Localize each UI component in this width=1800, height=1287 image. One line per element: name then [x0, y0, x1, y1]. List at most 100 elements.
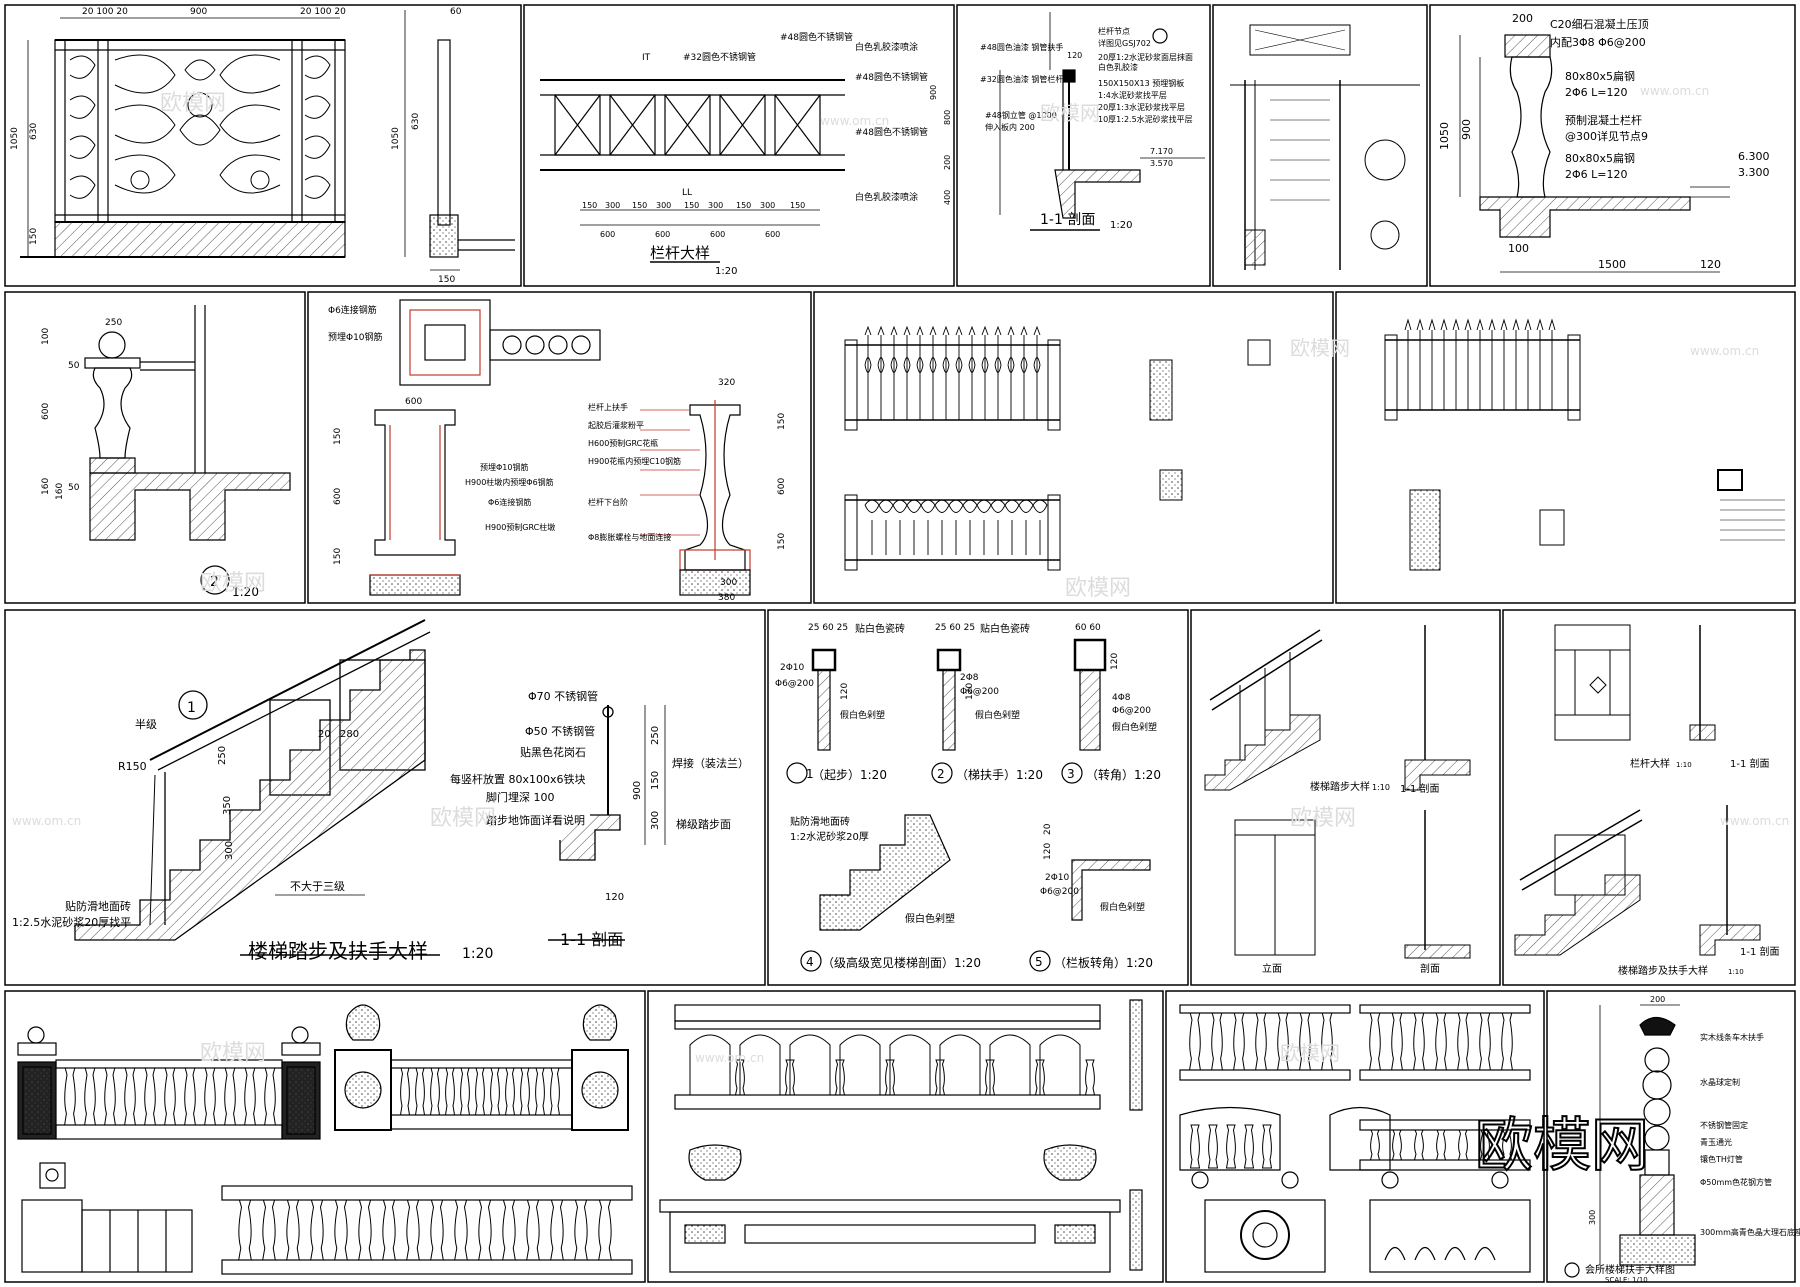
p10-dim-9: 120 — [605, 892, 624, 903]
p5-label-2: 80x80x5扁钢 — [1565, 70, 1635, 83]
p7-label-11: Φ8膨胀螺栓与地面连接 — [588, 532, 671, 542]
p2-label-3: #48圆色不锈钢管 — [855, 71, 928, 83]
p3-label-7: 1:4水泥砂浆找平层 — [1098, 90, 1167, 100]
p11-dim-5: 120 — [1110, 653, 1120, 670]
p11-dim-4: 120 — [965, 683, 975, 700]
p10-dim-5: 250 — [650, 726, 661, 745]
watermark-brand-large: 欧模网 — [1475, 1111, 1649, 1179]
p10-label-5: Φ70 不锈钢管 — [528, 689, 598, 703]
baluster — [144, 1067, 156, 1126]
p6-dim-0: 250 — [105, 318, 122, 328]
p10-label-12: 梯级踏步面 — [676, 817, 731, 831]
fence-picket — [1536, 318, 1544, 410]
p5-label-4: 预制混凝土栏杆 — [1565, 113, 1642, 127]
fence-picket — [1020, 325, 1028, 420]
arch — [939, 1034, 981, 1095]
baluster — [1189, 1012, 1201, 1071]
fence-picket — [955, 325, 963, 420]
p11-detail-1: （起步）1:20 — [812, 768, 887, 782]
baluster — [1225, 1124, 1237, 1169]
p2-dim-8: 150 — [790, 201, 805, 210]
panel-12-stair-details — [1204, 625, 1471, 959]
p17-title: 会所楼梯扶手大样图 — [1585, 1263, 1675, 1276]
fence-ornament — [906, 499, 922, 555]
p3-dim-2: 800 — [943, 110, 952, 125]
p12-scale: 1:10 — [1372, 783, 1390, 792]
p11-label-5: Φ6@200 — [960, 687, 999, 697]
p3-label-10: #48钢立管 @1000 — [985, 110, 1057, 120]
fence-picket — [1428, 318, 1436, 410]
baluster — [550, 1199, 564, 1261]
p3-label-5: 白色乳胶漆 — [1098, 62, 1138, 72]
p3-dim-3: 200 — [943, 155, 952, 170]
panel-3-labels: 栏杆节点 详图见GSJ702 #48圆色油漆 钢管扶手 #32圆色油漆 钢管栏杆… — [929, 26, 1193, 231]
panel-2-labels: #32圆色不锈钢管 #48圆色不锈钢管 白色乳胶漆喷涂 #48圆色不锈钢管 #4… — [582, 31, 928, 277]
fence-picket — [968, 325, 976, 420]
p2-label-5: 白色乳胶漆喷涂 — [855, 191, 918, 203]
arch — [989, 1034, 1031, 1095]
p11-label-8: 假白色剁塑 — [840, 709, 885, 721]
fence-picket — [1500, 318, 1508, 410]
p5-dim-0: 200 — [1512, 12, 1533, 25]
baluster — [1233, 1012, 1245, 1071]
baluster — [1457, 1012, 1469, 1071]
scroll-ornament — [69, 54, 331, 199]
p1-dim-left-mid: 630 — [29, 123, 39, 140]
p7-dim-1: 150 — [333, 428, 343, 445]
p11-label-15: Φ6@200 — [1040, 887, 1079, 897]
p7-label-8: Φ6连接钢筋 — [488, 497, 531, 507]
p3-dim-1: 900 — [929, 85, 938, 100]
fence-picket — [942, 325, 950, 420]
p3-label-11: 伸入板内 200 — [985, 122, 1035, 132]
p5-dim-3: 100 — [1508, 242, 1529, 255]
baluster — [1369, 1012, 1381, 1071]
fence-ornament — [892, 499, 908, 555]
p2-dim-6: 150 — [736, 201, 751, 210]
panel-17-crystal-handrail — [1564, 1004, 1696, 1278]
baluster — [1391, 1129, 1403, 1161]
baluster — [598, 1199, 612, 1261]
p7-label-0: Φ6连接钢筋 — [328, 304, 377, 316]
fence-ornament — [948, 499, 964, 555]
p7-label-4: H600预制GRC花瓶 — [588, 438, 658, 448]
p3-label-4: 20厚1:2水泥砂浆面层抹面 — [1098, 52, 1193, 62]
p10-label-1: R150 — [118, 760, 147, 773]
baluster — [244, 1067, 256, 1126]
watermark-site-4: www.om.cn — [12, 814, 81, 828]
panel-5-labels: C20细石混凝土压顶 内配3Φ8 Φ6@200 80x80x5扁钢 2Φ6 L=… — [1438, 12, 1770, 271]
p17-label-6: 300mm高青色晶大理石底座 — [1700, 1227, 1800, 1237]
p2-dim-2: 150 — [632, 201, 647, 210]
baluster — [1413, 1129, 1425, 1161]
fence-picket — [929, 325, 937, 420]
watermark-layer: 欧模网 欧模网 www.om.cn 欧模网 www.om.cn 欧模网 欧模网 … — [12, 84, 1789, 1180]
p11-label-11: 贴防滑地面砖 — [790, 815, 850, 828]
p3-scale: 1:20 — [1110, 220, 1132, 231]
p5-label-5: @300详见节点9 — [1565, 129, 1648, 143]
fence-picket — [1548, 318, 1556, 410]
baluster — [1501, 1012, 1513, 1071]
fence-picket — [1476, 318, 1484, 410]
p2-dim2-0: 600 — [600, 230, 615, 239]
p2-dim2-1: 600 — [655, 230, 670, 239]
baluster — [406, 1199, 420, 1261]
baluster — [1255, 1012, 1267, 1071]
baluster — [1391, 1012, 1403, 1071]
arch — [689, 1034, 731, 1095]
baluster — [310, 1199, 324, 1261]
fence-picket — [916, 325, 924, 420]
baluster — [1369, 1129, 1381, 1161]
baluster — [1435, 1129, 1447, 1161]
baluster — [489, 1067, 501, 1116]
baluster — [204, 1067, 216, 1126]
p3-dim-4: 400 — [943, 190, 952, 205]
p1-dim-bottom: 150 — [438, 275, 455, 285]
p2-dim2-2: 600 — [710, 230, 725, 239]
p11-label-9: 假白色剁塑 — [975, 709, 1020, 721]
p3-label-1: 详图见GSJ702 — [1098, 38, 1151, 48]
p7-dim-9: 380 — [718, 593, 735, 603]
p17-label-0: 实木线条车木扶手 — [1700, 1032, 1764, 1042]
baluster — [474, 1067, 486, 1116]
p12-label-2: 立面 — [1262, 962, 1282, 975]
p1-dim-top-mid: 900 — [190, 7, 207, 17]
p10-marker: 1 — [187, 700, 196, 716]
